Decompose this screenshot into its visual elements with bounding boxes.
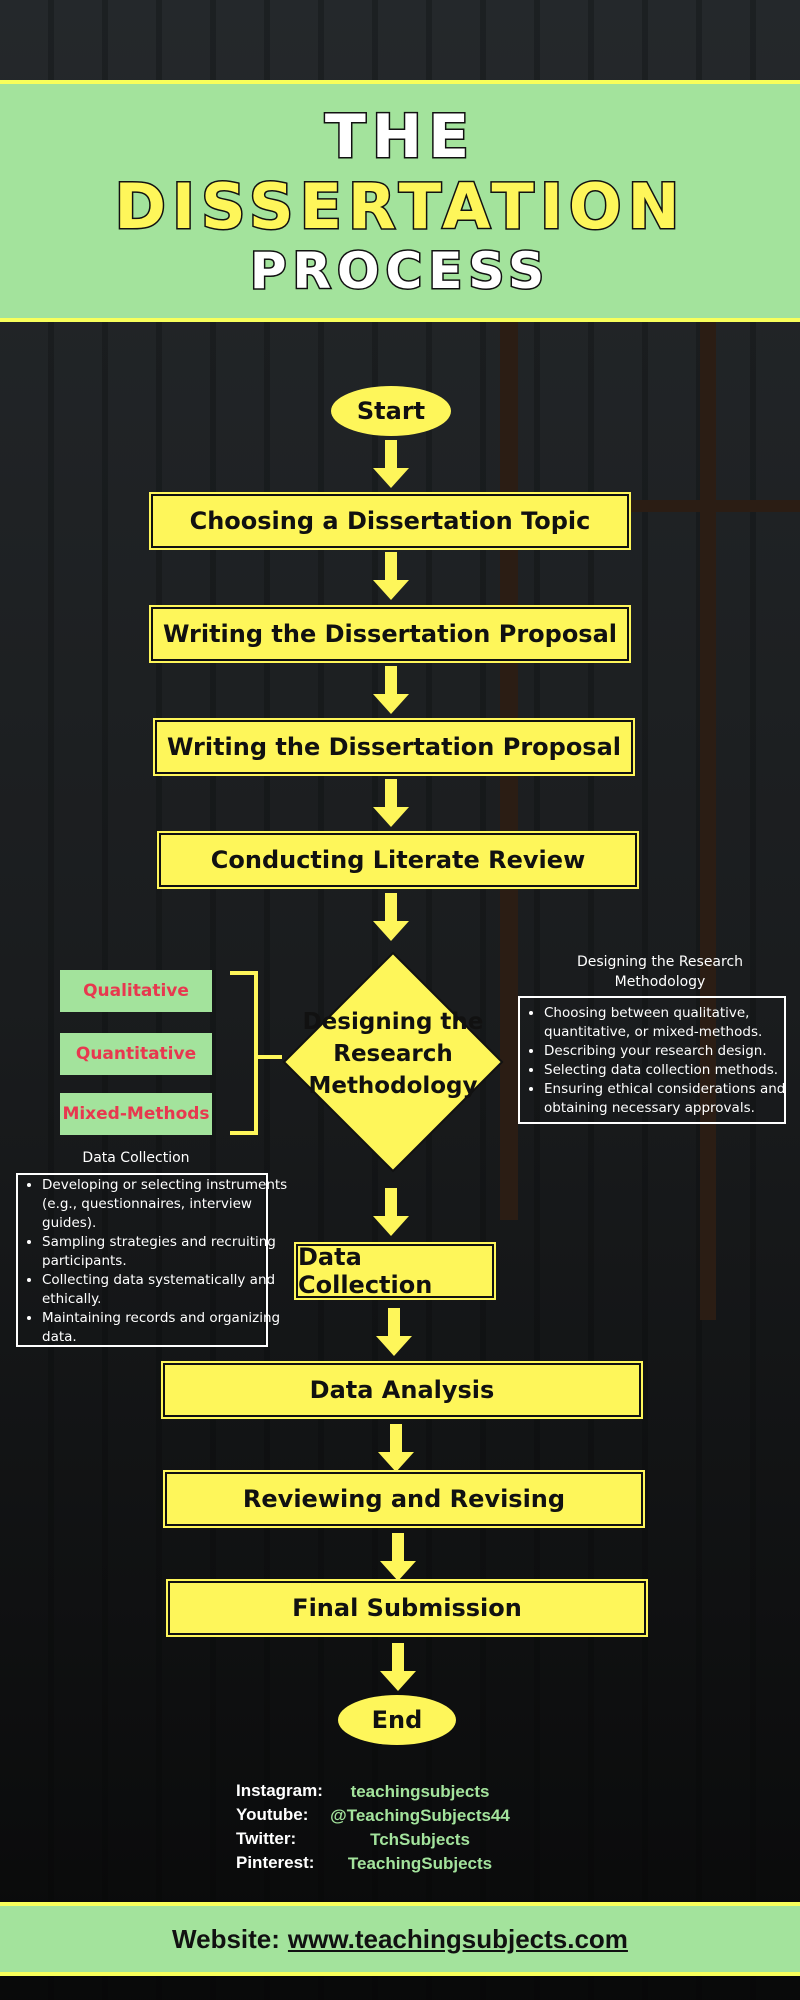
method-mixed: Mixed-Methods [60,1093,212,1135]
research-note-box [518,996,786,1124]
step-literature-review: Conducting Literate Review [159,833,637,887]
collection-note-list: Developing or selecting instruments (e.g… [20,1176,292,1347]
arrow-down-icon [373,440,409,488]
step-choosing-topic: Choosing a Dissertation Topic [151,494,629,548]
list-item: Sampling strategies and recruiting parti… [42,1233,292,1271]
collection-note-box [16,1173,268,1347]
social-value-youtube[interactable]: @TeachingSubjects44 [330,1806,510,1825]
website-label: Website: [172,1923,280,1954]
collection-note-title: Data Collection [82,1150,190,1166]
research-note-list: Choosing between qualitative, quantitati… [522,1004,800,1118]
list-item: Describing your research design. [544,1042,800,1061]
list-item: Choosing between qualitative, quantitati… [544,1004,800,1042]
research-note-title: Designing the Research Methodology [576,954,744,990]
arrow-down-icon [373,779,409,827]
arrow-down-icon [378,1424,414,1472]
step-writing-proposal: Writing the Dissertation Proposal [155,720,633,774]
window-frame-decoration [700,320,716,1320]
arrow-down-icon [373,1188,409,1236]
step-data-collection: Data Collection [296,1243,494,1299]
list-item: Ensuring ethical considerations and obta… [544,1080,800,1118]
arrow-down-icon [373,552,409,600]
social-value-instagram[interactable]: teachingsubjects [350,1782,490,1801]
social-value-pinterest[interactable]: TeachingSubjects [347,1854,493,1873]
step-reviewing-revising: Reviewing and Revising [165,1472,643,1526]
end-node: End [338,1695,456,1745]
step-data-analysis: Data Analysis [163,1363,641,1417]
bracket-connector [230,971,282,1135]
arrow-down-icon [380,1533,416,1581]
arrow-down-icon [373,893,409,941]
step-final-submission: Final Submission [168,1581,646,1635]
footer-banner: Website: www.teachingsubjects.com [0,1902,800,1976]
title-line-2: DISSERTATION [113,169,686,245]
website-link[interactable]: www.teachingsubjects.com [287,1923,628,1954]
social-value-twitter[interactable]: TchSubjects [370,1830,470,1849]
arrow-down-icon [376,1308,412,1356]
header-banner: THE DISSERTATION PROCESS [0,80,800,322]
social-label-youtube: Youtube: [236,1805,309,1824]
start-node: Start [331,386,451,436]
decision-label: Designing the Research Methodology [302,1009,484,1099]
list-item: Collecting data systematically and ethic… [42,1271,292,1309]
social-label-twitter: Twitter: [236,1829,297,1848]
list-item: Maintaining records and organizing data. [42,1309,292,1347]
step-writing-proposal: Writing the Dissertation Proposal [151,607,629,661]
arrow-down-icon [373,666,409,714]
decision-diamond [282,951,504,1173]
method-qualitative: Qualitative [60,970,212,1012]
title-line-3: PROCESS [248,241,551,302]
list-item: Selecting data collection methods. [544,1061,800,1080]
social-label-instagram: Instagram: [236,1781,323,1800]
social-label-pinterest: Pinterest: [236,1853,315,1872]
arrow-down-icon [380,1643,416,1691]
method-quantitative: Quantitative [60,1033,212,1075]
title-line-1: THE [323,101,476,174]
list-item: Developing or selecting instruments (e.g… [42,1176,292,1233]
